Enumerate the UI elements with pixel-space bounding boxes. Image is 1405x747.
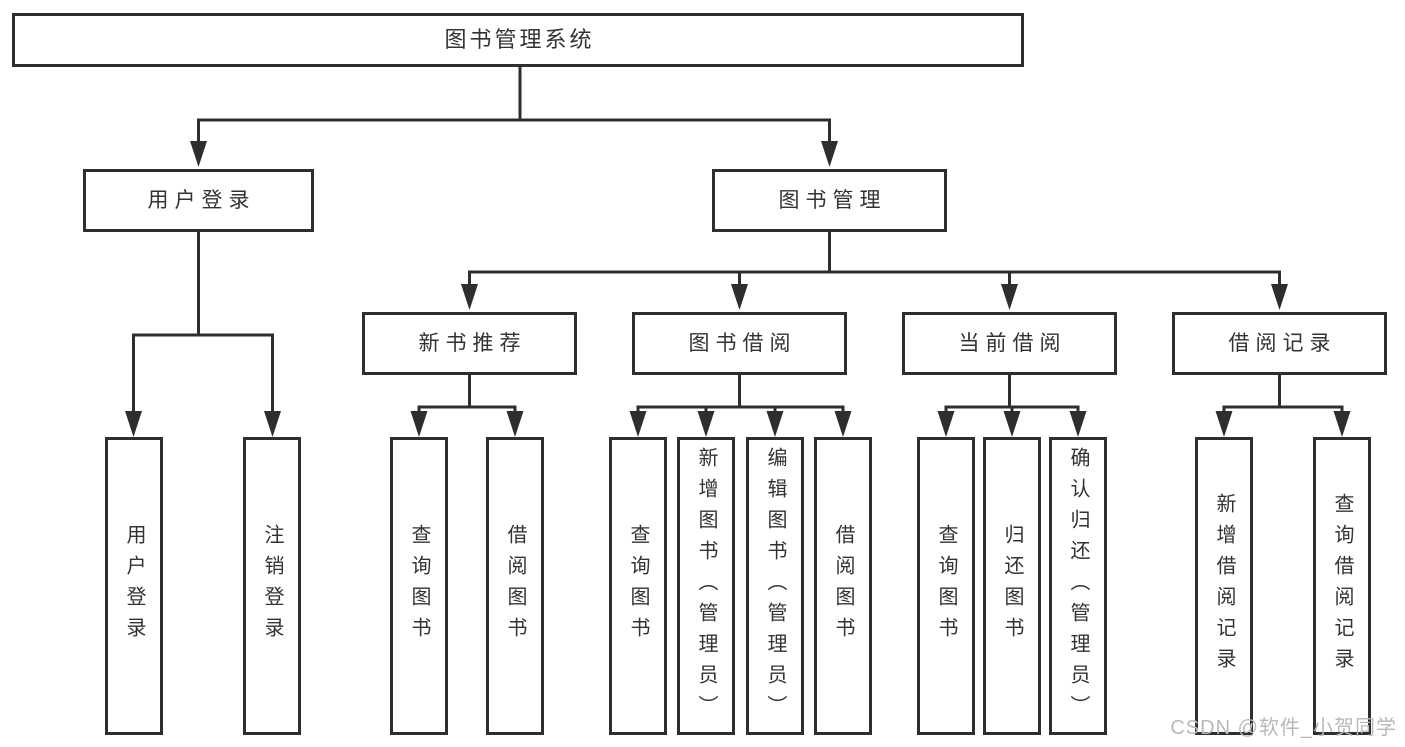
leaf-borrow-books-recommend-label: 借阅图书 xyxy=(504,524,526,648)
arrowhead xyxy=(629,411,647,437)
node-book-management: 图书管理 xyxy=(712,169,947,232)
leaf-query-books-recommend-label: 查询图书 xyxy=(408,524,430,648)
arrowhead xyxy=(697,411,715,437)
leaf-return-book: 归还图书 xyxy=(983,437,1041,735)
leaf-add-book-admin: 新增图书（管理员） xyxy=(677,437,735,735)
arrowhead xyxy=(937,411,955,437)
node-user-login: 用户登录 xyxy=(83,169,314,232)
node-root: 图书管理系统 xyxy=(12,13,1024,67)
connector-book-borrow-children xyxy=(629,373,852,437)
leaf-borrow-books: 借阅图书 xyxy=(814,437,872,735)
arrowhead xyxy=(1001,284,1018,310)
arrowhead xyxy=(461,284,478,310)
arrowhead xyxy=(264,411,281,437)
arrowhead xyxy=(1333,411,1351,437)
leaf-borrow-books-label: 借阅图书 xyxy=(832,524,854,648)
connector-user-login-children xyxy=(125,230,281,437)
leaf-confirm-return-admin: 确认归还（管理员） xyxy=(1049,437,1107,735)
leaf-query-borrow-record: 查询借阅记录 xyxy=(1313,437,1371,735)
leaf-logout-label: 注销登录 xyxy=(261,524,283,648)
node-current-borrow: 当前借阅 xyxy=(902,312,1117,375)
node-book-borrow-label: 图书借阅 xyxy=(688,331,797,355)
node-user-login-label: 用户登录 xyxy=(147,188,256,212)
connector-root-to-level2 xyxy=(190,64,838,167)
node-root-label: 图书管理系统 xyxy=(444,26,595,52)
leaf-query-books-borrow-label: 查询图书 xyxy=(627,524,649,648)
leaf-user-login-label: 用户登录 xyxy=(123,524,145,648)
node-borrow-records: 借阅记录 xyxy=(1172,312,1387,375)
leaf-query-books-borrow: 查询图书 xyxy=(609,437,667,735)
node-current-borrow-label: 当前借阅 xyxy=(958,331,1067,355)
arrowhead xyxy=(1069,411,1087,437)
connector-current-borrow-children xyxy=(937,373,1087,437)
leaf-query-borrow-record-label: 查询借阅记录 xyxy=(1331,493,1353,679)
leaf-query-books-current-label: 查询图书 xyxy=(935,524,957,648)
arrowhead xyxy=(190,141,207,167)
leaf-borrow-books-recommend: 借阅图书 xyxy=(486,437,544,735)
arrowhead xyxy=(410,411,428,437)
leaf-query-books-recommend: 查询图书 xyxy=(390,437,448,735)
arrowhead xyxy=(1215,411,1233,437)
connector-borrow-records-children xyxy=(1215,373,1351,437)
leaf-add-borrow-record-label: 新增借阅记录 xyxy=(1213,493,1235,679)
leaf-logout: 注销登录 xyxy=(243,437,301,735)
connector-new-book-recommend-children xyxy=(410,373,524,437)
arrowhead xyxy=(821,141,838,167)
leaf-edit-book-admin: 编辑图书（管理员） xyxy=(746,437,804,735)
arrowhead xyxy=(125,411,142,437)
arrowhead xyxy=(766,411,784,437)
connector-book-management-children xyxy=(461,230,1288,310)
node-new-book-recommend: 新书推荐 xyxy=(362,312,577,375)
leaf-edit-book-admin-label: 编辑图书（管理员） xyxy=(764,446,786,726)
leaf-add-borrow-record: 新增借阅记录 xyxy=(1195,437,1253,735)
node-book-borrow: 图书借阅 xyxy=(632,312,847,375)
leaf-return-book-label: 归还图书 xyxy=(1001,524,1023,648)
csdn-watermark: CSDN @软件_小贺同学 xyxy=(1170,717,1397,739)
arrowhead xyxy=(506,411,524,437)
arrowhead xyxy=(834,411,852,437)
node-book-management-label: 图书管理 xyxy=(778,188,887,212)
leaf-query-books-current: 查询图书 xyxy=(917,437,975,735)
leaf-user-login: 用户登录 xyxy=(105,437,163,735)
node-borrow-records-label: 借阅记录 xyxy=(1228,331,1337,355)
arrowhead xyxy=(1271,284,1288,310)
arrowhead xyxy=(1003,411,1021,437)
leaf-confirm-return-admin-label: 确认归还（管理员） xyxy=(1067,446,1089,726)
arrowhead xyxy=(731,284,748,310)
node-new-book-recommend-label: 新书推荐 xyxy=(418,331,527,355)
leaf-add-book-admin-label: 新增图书（管理员） xyxy=(695,446,717,726)
